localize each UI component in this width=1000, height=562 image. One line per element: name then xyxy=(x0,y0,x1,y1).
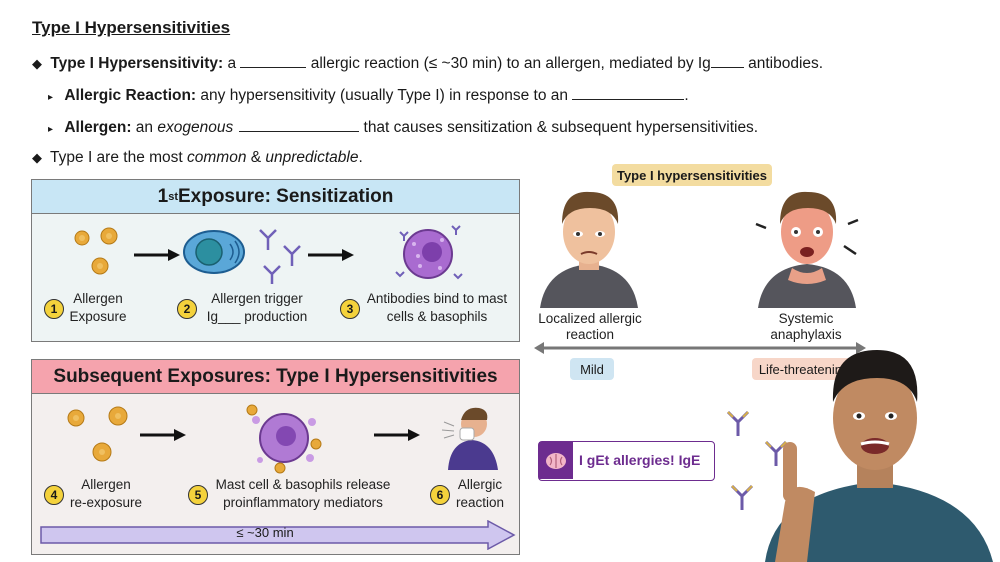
step-number-badge: 2 xyxy=(177,299,197,319)
mnemonic-part: I xyxy=(579,452,587,468)
caption-line: Allergen xyxy=(81,477,131,492)
term-type1: Type I Hypersensitivity: xyxy=(50,55,224,72)
arrow-icon xyxy=(308,249,354,261)
step-number-badge: 1 xyxy=(44,299,64,319)
step-number-badge: 5 xyxy=(188,485,208,505)
timeline-arrow-icon xyxy=(40,520,516,550)
subsequent-heading: Subsequent Exposures: Type I Hypersensit… xyxy=(32,360,519,394)
text-italic: unpredictable xyxy=(265,149,359,166)
life-threatening-pill: Life-threatening xyxy=(752,358,856,380)
label-line: Systemic xyxy=(778,311,834,326)
antibody-icon xyxy=(259,229,301,284)
bullet-type1-common: ◆ Type I are the most common & unpredict… xyxy=(32,149,363,167)
step-number-badge: 3 xyxy=(340,299,360,319)
step-caption: Allergen re-exposure xyxy=(66,476,146,512)
diamond-bullet-icon: ◆ xyxy=(32,150,42,165)
term-allergic-reaction: Allergic Reaction: xyxy=(64,87,197,104)
caption-line: Allergen xyxy=(73,291,123,306)
page-title: Type I Hypersensitivities xyxy=(32,18,231,37)
caption-line: Allergic xyxy=(457,477,503,492)
text-italic: exogenous xyxy=(157,119,234,136)
mild-pill: Mild xyxy=(570,358,614,380)
bullet-type1-definition: ◆ Type I Hypersensitivity: a allergic re… xyxy=(32,53,823,73)
diamond-bullet-icon: ◆ xyxy=(32,56,42,71)
step-caption: Allergic reaction xyxy=(450,476,510,512)
text-fragment: an xyxy=(131,119,158,136)
text-fragment: Type I are the most xyxy=(50,149,188,166)
step-caption: Allergen trigger Ig___ production xyxy=(199,290,315,326)
b-cell-icon xyxy=(183,230,245,274)
mast-cell-icon xyxy=(395,225,463,280)
text-fragment: allergic reaction (≤ ~30 min) to an alle… xyxy=(306,55,711,72)
mnemonic-part: IgE xyxy=(678,452,701,468)
caption-line: Exposure xyxy=(69,309,127,324)
text-fragment: & xyxy=(246,149,266,166)
triangle-bullet-icon: ▸ xyxy=(48,124,54,135)
caption-line: reaction xyxy=(455,495,505,510)
caption-line: Allergen trigger xyxy=(211,291,303,306)
severity-double-arrow-icon xyxy=(534,342,866,354)
mild-allergy-person-icon xyxy=(540,191,638,308)
text-fragment: . xyxy=(358,149,363,166)
spectrum-badge: Type I hypersensitivities xyxy=(612,164,772,186)
mnemonic-part: t allergies! xyxy=(604,452,679,468)
caption-line: Ig___ production xyxy=(206,309,308,324)
allergen-pollen-icon xyxy=(74,227,118,275)
caption-line: Mast cell & basophils release xyxy=(215,477,391,492)
caption-line: Antibodies bind to mast xyxy=(366,291,508,306)
bullet-allergen: ▸ Allergen: an exogenous that causes sen… xyxy=(48,117,758,137)
sneezing-person-icon xyxy=(441,407,498,470)
mnemonic-text: I gEt allergies! IgE xyxy=(579,452,700,468)
fill-in-blank xyxy=(240,53,307,68)
triangle-bullet-icon: ▸ xyxy=(48,92,54,103)
arrow-icon xyxy=(134,249,180,261)
text-italic: common xyxy=(187,149,247,166)
text-fragment: a xyxy=(223,55,241,72)
text-fragment: . xyxy=(684,87,689,104)
label-line: Localized allergic xyxy=(538,311,642,326)
step-caption: Antibodies bind to mast cells & basophil… xyxy=(362,290,512,326)
spectrum-left-label: Localized allergic reaction xyxy=(530,311,650,343)
term-allergen: Allergen: xyxy=(64,119,132,136)
brain-icon xyxy=(539,442,573,479)
label-line: reaction xyxy=(565,327,615,342)
step-number-badge: 4 xyxy=(44,485,64,505)
heading-text: Exposure: Sensitization xyxy=(177,185,394,207)
text-fragment: any hypersensitivity (usually Type I) in… xyxy=(196,87,573,104)
step-caption: Mast cell & basophils release proinflamm… xyxy=(210,476,396,512)
fill-in-blank xyxy=(572,85,685,100)
arrow-icon xyxy=(374,429,420,441)
degranulating-mast-cell-icon xyxy=(246,404,322,474)
spectrum-right-label: Systemic anaphylaxis xyxy=(756,311,856,343)
presenter-video-overlay xyxy=(765,350,993,562)
timeline-label: ≤ ~30 min xyxy=(236,525,294,540)
arrow-icon xyxy=(140,429,186,441)
step-caption: Allergen Exposure xyxy=(66,290,130,326)
allergen-pollen-icon xyxy=(67,406,128,462)
heading-sup: st xyxy=(168,190,178,203)
floating-antibodies-icon xyxy=(726,410,788,510)
bullet-allergic-reaction: ▸ Allergic Reaction: any hypersensitivit… xyxy=(48,85,689,105)
text-fragment: that causes sensitization & subsequent h… xyxy=(359,119,759,136)
label-line: anaphylaxis xyxy=(770,327,842,342)
fill-in-blank xyxy=(239,117,360,132)
fill-in-blank xyxy=(710,53,744,68)
caption-line: proinflammatory mediators xyxy=(223,495,383,510)
step-number-badge: 6 xyxy=(430,485,450,505)
text-fragment: antibodies. xyxy=(743,55,824,72)
caption-line: cells & basophils xyxy=(386,309,488,324)
mnemonic-part: gE xyxy=(586,452,605,468)
heading-text: 1 xyxy=(157,185,169,207)
anaphylaxis-person-icon xyxy=(755,191,859,308)
subsequent-panel: Subsequent Exposures: Type I Hypersensit… xyxy=(31,359,520,555)
mnemonic-box: I gEt allergies! IgE xyxy=(538,441,715,481)
caption-line: re-exposure xyxy=(69,495,143,510)
